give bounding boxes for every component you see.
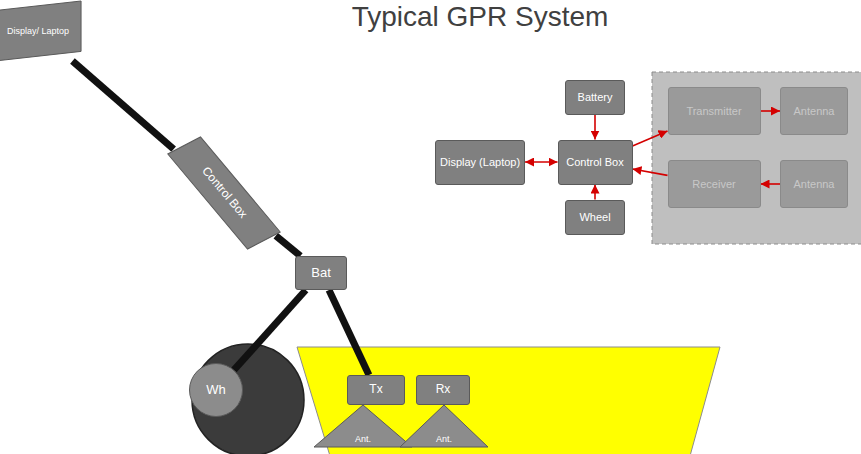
signal-arrow bbox=[525, 161, 557, 163]
signal-arrow bbox=[633, 131, 668, 146]
display-block: Display (Laptop) bbox=[435, 140, 525, 185]
signal-arrow bbox=[761, 183, 781, 185]
node-label: Wheel bbox=[579, 211, 610, 224]
node-label: Wh bbox=[206, 383, 226, 398]
wheel-block: Wheel bbox=[565, 200, 625, 235]
node-label: Display (Laptop) bbox=[440, 156, 520, 169]
signal-arrow bbox=[633, 169, 668, 175]
antenna-triangle: Ant. bbox=[314, 405, 412, 447]
antenna-block: Antenna bbox=[780, 87, 848, 135]
wheel-hub: Wh bbox=[189, 363, 243, 417]
battery-block: Battery bbox=[565, 80, 625, 115]
handle-pole bbox=[72, 61, 173, 149]
node-label: Ant. bbox=[355, 434, 371, 444]
battery-box: Bat bbox=[295, 256, 347, 290]
node-label: Rx bbox=[436, 383, 451, 397]
signal-arrow bbox=[761, 110, 781, 112]
antenna-block: Antenna bbox=[780, 160, 848, 208]
transmitter-block: Transmitter bbox=[668, 87, 761, 135]
signal-arrow bbox=[594, 185, 596, 200]
node-label: Bat bbox=[311, 266, 331, 281]
handle-pole bbox=[234, 290, 306, 370]
antenna-outline bbox=[314, 405, 412, 447]
control-box: Control Box bbox=[168, 131, 280, 255]
receiver-block: Receiver bbox=[668, 160, 761, 208]
receiver-box: Rx bbox=[416, 375, 470, 405]
node-label: Antenna bbox=[794, 105, 835, 118]
control-block: Control Box bbox=[558, 140, 633, 185]
node-label: Tx bbox=[369, 383, 382, 397]
transmitter-box: Tx bbox=[347, 375, 405, 405]
laptop-display: Display/ Laptop bbox=[0, 1, 81, 61]
diagram-title: Typical GPR System bbox=[290, 2, 670, 33]
node-label: Display/ Laptop bbox=[7, 26, 69, 36]
signal-arrow bbox=[594, 115, 596, 140]
radar-unit-region bbox=[652, 72, 861, 244]
node-label: Antenna bbox=[794, 178, 835, 191]
handle-pole bbox=[276, 236, 301, 256]
handle-pole bbox=[329, 290, 369, 375]
antenna-outline bbox=[400, 405, 488, 447]
node-label: Ant. bbox=[436, 434, 452, 444]
node-label: Transmitter bbox=[686, 105, 741, 118]
node-label: Control Box bbox=[566, 156, 623, 169]
box-outline bbox=[168, 131, 280, 255]
box-outline bbox=[0, 1, 81, 61]
node-label: Receiver bbox=[692, 178, 735, 191]
node-label: Battery bbox=[578, 91, 613, 104]
antenna-triangle: Ant. bbox=[400, 405, 488, 447]
